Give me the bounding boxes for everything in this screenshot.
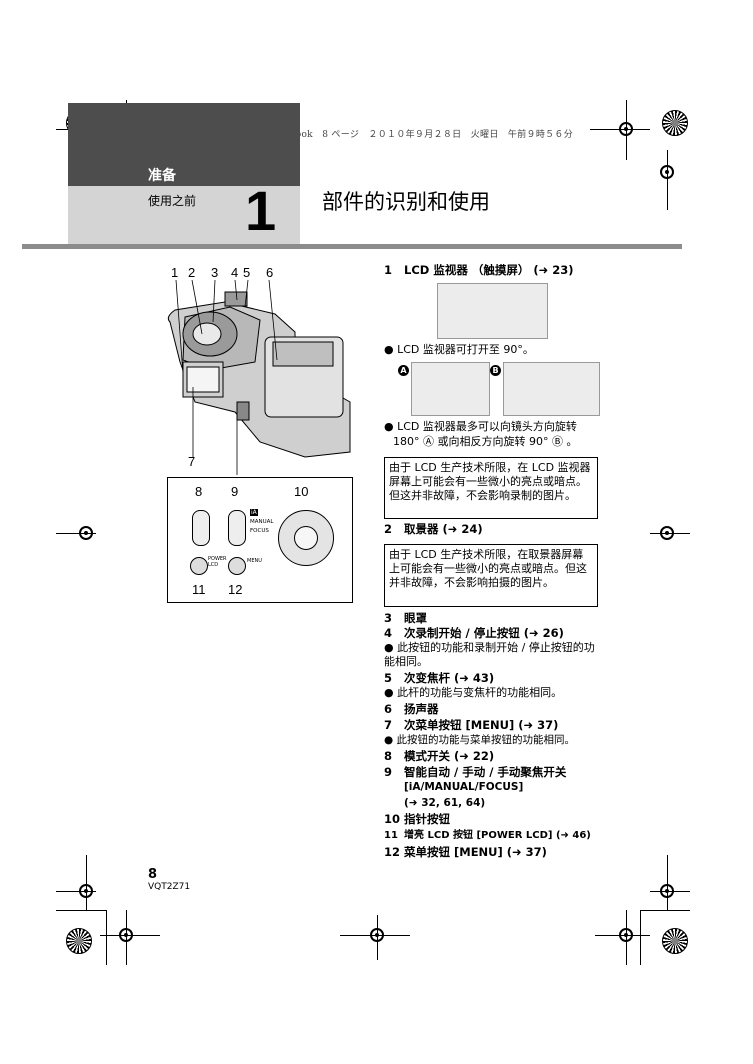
bullet-item-5: ● 此杆的功能与变焦杆的功能相同。: [384, 686, 563, 699]
menu-button[interactable]: [228, 557, 246, 575]
manual-label: MANUAL: [250, 519, 274, 525]
crop-line: [626, 910, 627, 965]
camcorder-drawing: [167, 279, 351, 475]
crop-line: [340, 935, 410, 936]
crop-line: [56, 891, 96, 892]
crop-line: [126, 910, 127, 965]
crop-line: [56, 533, 96, 534]
document-code: VQT2Z71: [148, 882, 191, 892]
callout-1: 1: [171, 265, 179, 280]
ia-manual-focus-switch[interactable]: [228, 510, 246, 546]
callout-3: 3: [211, 265, 219, 280]
callout-8: 8: [195, 484, 203, 499]
header-band-dark: [68, 103, 300, 186]
crop-line: [56, 910, 106, 911]
section-label: 准备: [148, 168, 176, 184]
page-title: 部件的识别和使用: [322, 190, 490, 214]
lcd-rotate-a-illustration: [411, 362, 490, 416]
lcd-rotate-b-illustration: [503, 362, 600, 416]
crop-line: [640, 910, 690, 911]
file-info: HDC-MDH1GK-VQT2Z71_sch.book 8 ページ ２０１０年９…: [146, 130, 574, 140]
callout-5: 5: [243, 265, 251, 280]
marker-b: B: [490, 365, 501, 376]
bullet-lcd-open: ● LCD 监视器可打开至 90°。: [384, 343, 534, 356]
callout-12: 12: [228, 582, 243, 597]
crop-line: [595, 935, 650, 936]
controls-detail-box: 8 9 10 11 12 iA MANUAL FOCUS POWER LCD M…: [167, 477, 353, 603]
item-9-sub-2: (➜ 32, 61, 64): [404, 797, 486, 809]
page-number: 8: [148, 867, 158, 882]
pointer-center-button[interactable]: [294, 526, 318, 550]
registration-starburst-icon: [662, 110, 688, 136]
bullet-item-7: ● 此按钮的功能与菜单按钮的功能相同。: [384, 734, 575, 746]
crop-line: [106, 910, 107, 965]
note-viewfinder: 由于 LCD 生产技术所限，在取景器屏幕上可能会有一些微小的亮点或暗点。但这并非…: [384, 544, 598, 607]
callout-7: 7: [188, 454, 196, 469]
crop-line: [100, 935, 160, 936]
focus-label: FOCUS: [250, 528, 269, 534]
crop-line: [667, 855, 668, 910]
mode-switch[interactable]: [192, 510, 210, 546]
menu-label: MENU: [247, 558, 262, 564]
chapter-number: 1: [245, 179, 277, 242]
registration-starburst-icon: [662, 928, 688, 954]
subsection-label: 使用之前: [148, 194, 197, 208]
bullet-lcd-rotate-1: ● LCD 监视器最多可以向镜头方向旋转: [384, 420, 577, 433]
callout-6: 6: [266, 265, 274, 280]
callout-2: 2: [188, 265, 196, 280]
crop-line: [640, 910, 641, 965]
crop-line: [590, 129, 650, 130]
crop-line: [667, 150, 668, 210]
header-band-light: [68, 186, 300, 244]
marker-a: A: [398, 365, 409, 376]
callout-11: 11: [192, 582, 206, 597]
crop-line: [650, 533, 690, 534]
crop-line: [626, 100, 627, 160]
crop-line: [377, 915, 378, 960]
note-lcd: 由于 LCD 生产技术所限，在 LCD 监视器屏幕上可能会有一些微小的亮点或暗点…: [384, 457, 598, 519]
power-lcd-button[interactable]: [190, 557, 208, 575]
bullet-item-4: ● 此按钮的功能和录制开始 / 停止按钮的功能相同。: [384, 641, 595, 668]
lcd-open-illustration: [437, 283, 548, 339]
power-lcd-label: POWER LCD: [208, 556, 227, 568]
registration-starburst-icon: [66, 928, 92, 954]
callout-10: 10: [294, 484, 309, 499]
bullet-lcd-rotate-2: 180° Ⓐ 或向相反方向旋转 90° Ⓑ 。: [393, 435, 578, 448]
item-9-sub-1: [iA/MANUAL/FOCUS]: [404, 781, 524, 793]
crop-line: [86, 855, 87, 910]
callout-9: 9: [231, 484, 239, 499]
top-rule: [22, 244, 682, 249]
ia-label: iA: [250, 509, 258, 516]
crop-line: [650, 891, 690, 892]
camera-illustration: 1 2 3 4 5 6 7: [165, 262, 355, 604]
callout-4: 4: [231, 265, 239, 280]
